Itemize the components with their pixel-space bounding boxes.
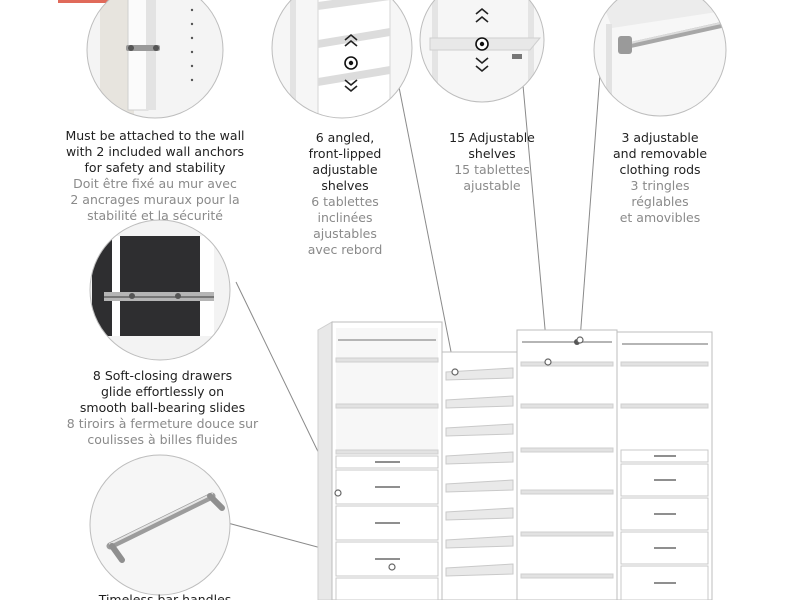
bar-handle-detail-icon: [89, 454, 231, 596]
caption-handles: Timeless bar handles: [70, 592, 260, 600]
caption-clothing-rods: 3 adjustable and removable clothing rods…: [600, 130, 720, 226]
adjustable-shelf-detail-icon: [419, 0, 545, 103]
angled-shelves-detail-icon: [271, 0, 413, 119]
caption-en-line: and removable: [612, 146, 708, 161]
caption-en-line: 8 Soft-closing drawers: [92, 368, 233, 383]
caption-adjustable-shelves: 15 Adjustable shelves 15 tablettes ajust…: [432, 130, 552, 194]
caption-en-line: glide effortlessly on: [100, 384, 225, 399]
caption-fr-line: 3 tringles: [630, 178, 690, 193]
caption-en-line: shelves: [468, 146, 516, 161]
caption-fr-line: stabilité et la sécurité: [87, 208, 223, 223]
caption-fr-line: ajustable: [463, 178, 521, 193]
module-2: [441, 351, 518, 600]
caption-en-line: smooth ball-bearing slides: [79, 400, 246, 415]
drawer-slide-detail-icon: [89, 219, 231, 361]
caption-en-line: Must be attached to the wall: [65, 128, 245, 143]
caption-en-line: shelves: [321, 178, 369, 193]
caption-en-line: for safety and stability: [84, 160, 226, 175]
caption-fr-line: 2 ancrages muraux pour la: [70, 192, 240, 207]
caption-fr-line: avec rebord: [307, 242, 383, 257]
caption-fr-line: Doit être fixé au mur avec: [73, 176, 237, 191]
clothing-rod-detail-icon: [593, 0, 727, 117]
module-3: [516, 329, 618, 600]
module-4: [616, 331, 713, 600]
caption-fr-line: 8 tiroirs à fermeture douce sur: [66, 416, 259, 431]
caption-fr-line: 6 tablettes: [311, 194, 379, 209]
caption-fr-line: 15 tablettes: [454, 162, 530, 177]
caption-fr-line: réglables: [631, 194, 689, 209]
caption-en-line: adjustable: [312, 162, 378, 177]
wall-bracket-detail-icon: [86, 0, 224, 119]
caption-en-line: with 2 included wall anchors: [65, 144, 245, 159]
caption-en-line: 3 adjustable: [621, 130, 699, 145]
caption-en-line: clothing rods: [619, 162, 701, 177]
caption-en-line: 6 angled,: [315, 130, 375, 145]
caption-wall-anchors: Must be attached to the wall with 2 incl…: [55, 128, 255, 224]
caption-fr-line: inclinées: [317, 210, 373, 225]
caption-fr-line: et amovibles: [619, 210, 701, 225]
caption-angled-shelves: 6 angled, front-lipped adjustable shelve…: [290, 130, 400, 258]
accent-bar: [58, 0, 150, 3]
caption-en-line: front-lipped: [308, 146, 382, 161]
caption-drawers: 8 Soft-closing drawers glide effortlessl…: [55, 368, 270, 448]
caption-fr-line: coulisses à billes fluides: [87, 432, 238, 447]
caption-en-line: 15 Adjustable: [449, 130, 535, 145]
leader-dots: [334, 336, 584, 571]
caption-fr-line: ajustables: [313, 226, 377, 241]
closet-unit: [317, 321, 713, 600]
module-1: [331, 321, 443, 600]
caption-en-line: Timeless bar handles: [98, 592, 232, 600]
